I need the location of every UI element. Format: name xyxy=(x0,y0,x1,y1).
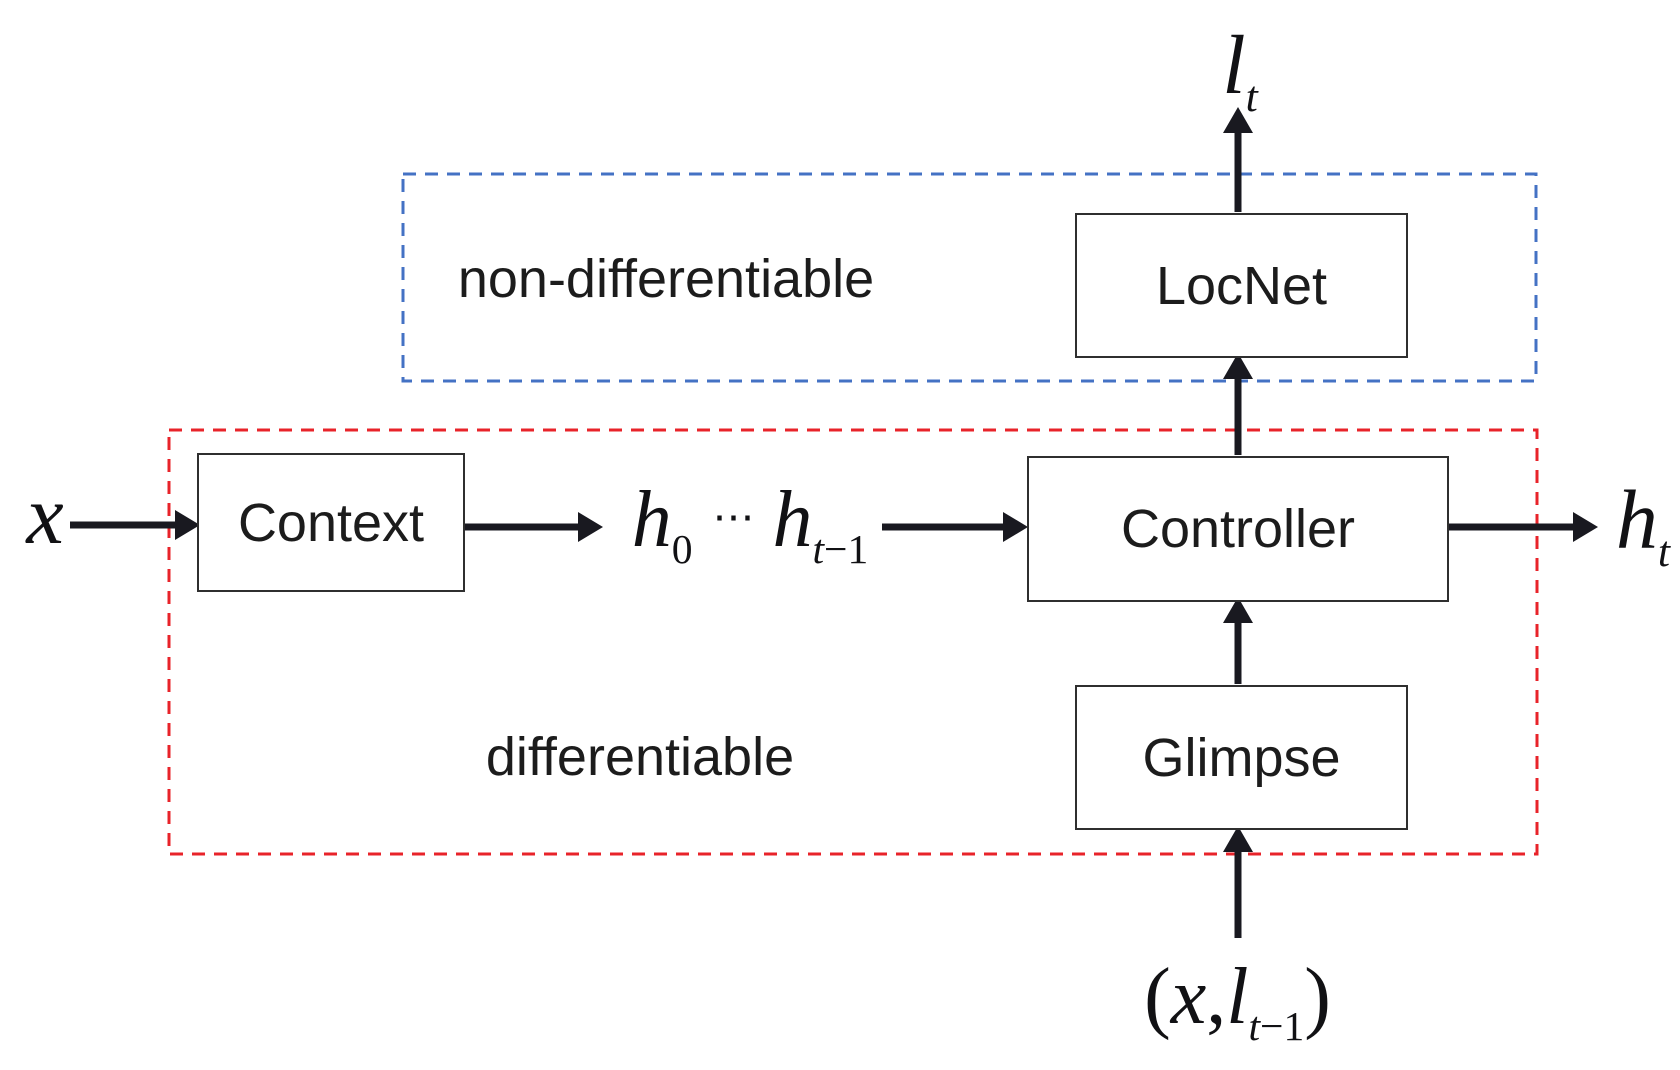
arrow-head xyxy=(1573,512,1598,542)
arrow-glimpse-to-controller xyxy=(1223,597,1253,684)
hidden-first-subscript: 0 xyxy=(671,526,693,572)
arrow-locnet-to-location-output xyxy=(1223,107,1253,212)
glimpse-input-x: x xyxy=(1170,953,1207,1041)
glimpse-input-l-base: l xyxy=(1226,953,1249,1041)
controller-node: Controller xyxy=(1027,456,1449,602)
arrow-controller-to-hidden-output xyxy=(1446,512,1598,542)
arrow-controller-to-locnet xyxy=(1223,353,1253,455)
glimpse-node: Glimpse xyxy=(1075,685,1408,830)
input-x-label: x xyxy=(0,468,90,565)
arrow-head xyxy=(1223,826,1253,852)
arrow-head xyxy=(1223,107,1253,133)
arrow-hidden-states-to-controller xyxy=(882,512,1028,542)
context-node: Context xyxy=(197,453,465,592)
arrow-head xyxy=(1223,353,1253,379)
comma: , xyxy=(1206,953,1227,1041)
locnet-node-label: LocNet xyxy=(1155,255,1328,316)
differentiable-region-label: differentiable xyxy=(485,727,795,787)
arrow-head xyxy=(578,512,603,542)
ellipsis: ⋯ xyxy=(712,495,754,541)
context-node-label: Context xyxy=(237,492,425,553)
glimpse-input-subscript-letter: t xyxy=(1248,1003,1261,1049)
arrow-head xyxy=(175,510,200,540)
location-output-label: lt xyxy=(1165,18,1315,119)
open-paren: ( xyxy=(1144,953,1171,1041)
arrow-x-to-context xyxy=(70,510,200,540)
hidden-first-base: h xyxy=(631,476,672,564)
controller-node-label: Controller xyxy=(1120,499,1356,559)
non-differentiable-region-border xyxy=(401,172,1538,383)
hidden-output-base: h xyxy=(1615,474,1658,567)
differentiable-region-border xyxy=(167,428,1539,856)
hidden-last-subscript-rest: −1 xyxy=(824,526,869,572)
hidden-states-label: h0 ⋯ ht−1 xyxy=(612,474,888,570)
input-x-symbol: x xyxy=(26,469,64,562)
location-output-subscript: t xyxy=(1245,72,1258,121)
arrow-context-to-hidden-states xyxy=(461,512,603,542)
non-differentiable-region-label: non-differentiable xyxy=(457,249,875,309)
close-paren: ) xyxy=(1304,953,1331,1041)
glimpse-node-label: Glimpse xyxy=(1142,727,1341,788)
arrow-glimpse-input-to-glimpse xyxy=(1223,826,1253,938)
hidden-output-subscript: t xyxy=(1657,527,1671,576)
glimpse-input-label: (x,lt−1) xyxy=(1095,951,1380,1047)
arrow-head xyxy=(1003,512,1028,542)
location-output-base: l xyxy=(1222,19,1246,112)
glimpse-input-subscript-rest: −1 xyxy=(1260,1003,1305,1049)
hidden-output-label: ht xyxy=(1578,473,1680,574)
hidden-last-base: h xyxy=(772,476,813,564)
locnet-node: LocNet xyxy=(1075,213,1408,358)
arrow-head xyxy=(1223,597,1253,623)
hidden-last-subscript-letter: t xyxy=(812,526,825,572)
